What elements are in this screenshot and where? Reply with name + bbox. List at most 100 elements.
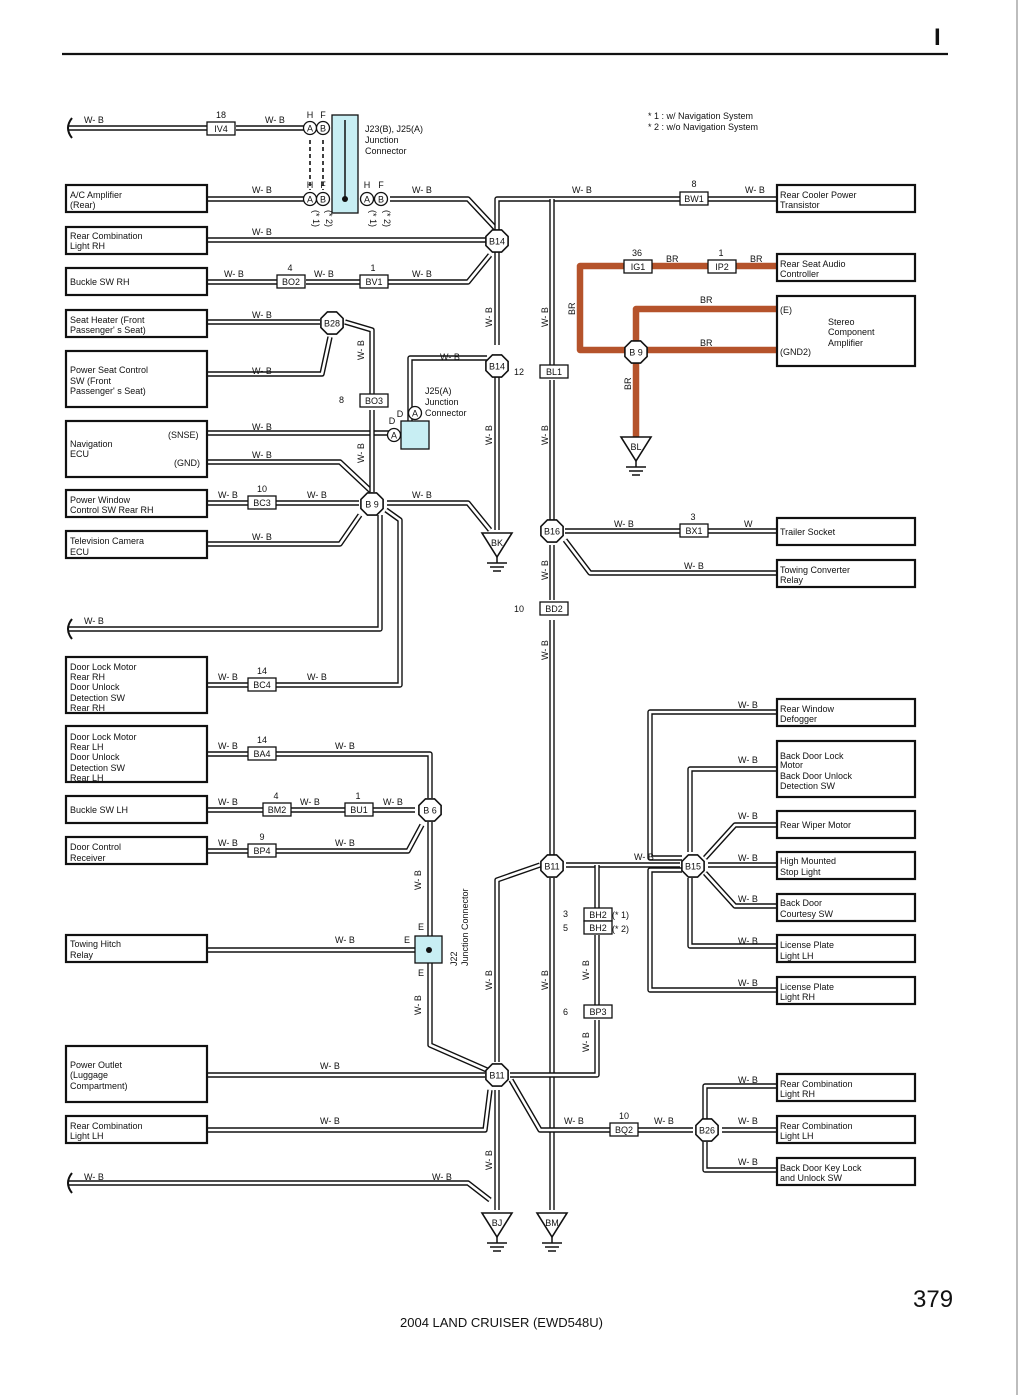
pin-circle (373, 191, 389, 207)
wire-color-label: W- B (224, 269, 244, 279)
wire-color-label: W- B (320, 1116, 340, 1126)
wire-color-label: W- B (84, 115, 104, 125)
connector-id: IP2 (715, 262, 729, 272)
connector-id: BU1 (350, 805, 368, 815)
connector-bu1 (344, 802, 374, 817)
wire-color-label: W- B (440, 352, 460, 362)
wire-color-labels: W- B W- B W- B W- B W- B W- B W- B W- B W- B W- B… (84, 115, 765, 1182)
wire-color-label: W- B (684, 561, 704, 571)
component-box (64, 349, 209, 409)
connector-bl1 (539, 364, 569, 379)
connector-pin: 8 (691, 179, 696, 189)
wire-color-label: W- B (738, 1157, 758, 1167)
wire-color-label-vertical: W- B (356, 340, 366, 360)
left-component-label: Seat Heater (Front (70, 315, 145, 325)
connector-pin: 4 (273, 791, 278, 801)
connector-bo3 (359, 393, 389, 408)
wire-segment-inner (208, 514, 362, 546)
wire-color-label: W- B (738, 853, 758, 863)
left-component-label: Relay (70, 950, 94, 960)
connector-pin: 36 (632, 248, 642, 258)
component-box (775, 739, 917, 799)
wire-color-label: W- B (738, 936, 758, 946)
splice-b11 (540, 854, 564, 878)
connector-bh2 (583, 920, 613, 935)
wire-segment-inner (276, 752, 432, 798)
left-component-label: Rear LH (70, 773, 104, 783)
connector-id: BH2 (589, 923, 607, 933)
splice-label: B16 (544, 527, 560, 537)
wire-segment-inner (276, 824, 424, 853)
connector-ip2 (707, 259, 737, 274)
connector-id: BO2 (282, 277, 300, 287)
j23-sub1: Junction (365, 135, 399, 145)
pin-note: (* 2) (324, 210, 334, 227)
component-box (775, 1114, 917, 1145)
wire-color-label: W- B (738, 700, 758, 710)
left-component-label: Door Unlock (70, 682, 120, 692)
right-component-label: Light RH (780, 992, 815, 1002)
wire-end-mark (67, 618, 73, 640)
wire-color-label-vertical: W- B (413, 995, 423, 1015)
splice-label: B 6 (423, 806, 437, 816)
connector-pin: 5 (563, 923, 568, 933)
wire-segment-inner (208, 460, 373, 493)
right-component-label: Towing Converter (780, 565, 850, 575)
note-1: * 1 : w/ Navigation System (648, 111, 753, 121)
pin-letter: A (307, 195, 313, 205)
right-component-label: Rear Seat Audio (780, 259, 846, 269)
pin-circle (359, 191, 375, 207)
pin-letter: B (378, 195, 384, 205)
wire-segment-inner (390, 197, 498, 231)
connector-id: BX1 (685, 526, 702, 536)
right-component-label: Detection SW (780, 781, 836, 791)
component-box (64, 266, 209, 297)
wire-color-label: W- B (614, 519, 634, 529)
br-color-label-vertical: BR (567, 302, 577, 315)
pin-letter: F (320, 110, 326, 120)
connector-id: BC3 (253, 498, 271, 508)
pin-letter: D (397, 409, 404, 419)
splice-b11 (485, 1063, 509, 1087)
section-letter: I (934, 24, 941, 51)
wire-segment-inner (344, 320, 374, 395)
connector-id: BM2 (268, 805, 287, 815)
connector-pin: 14 (257, 735, 267, 745)
wire-color-label: W- B (738, 894, 758, 904)
wire-color-label-vertical: W- B (540, 560, 550, 580)
right-component-label: Relay (780, 575, 804, 585)
wire-color-label: W- B (412, 490, 432, 500)
br-color-label: BR (700, 295, 713, 305)
wire-color-label: W- B (218, 838, 238, 848)
wire-end-mark (67, 1172, 73, 1194)
ground-bm (535, 1212, 569, 1239)
left-component-label: SW (Front (70, 376, 112, 386)
wire-color-label: W- B (654, 1116, 674, 1126)
wire-color-label: W- B (320, 1061, 340, 1071)
connector-pin: 4 (287, 263, 292, 273)
splice-b14 (485, 229, 509, 253)
wire-color-label: W- B (335, 741, 355, 751)
wire-segment-inner (703, 1084, 779, 1120)
br-color-label: BR (750, 254, 763, 264)
wire-color-label: W- B (738, 978, 758, 988)
wire-color-label-vertical: W- B (540, 640, 550, 660)
right-component-label: Back Door Lock (780, 751, 844, 761)
component-boxes (64, 183, 917, 1187)
right-component-label: License Plate (780, 982, 834, 992)
splice-b16 (540, 519, 564, 543)
pin-letter: F (320, 180, 326, 190)
splice-label: B11 (489, 1071, 504, 1081)
component-box (775, 933, 917, 964)
j22-title: J22 (449, 951, 459, 966)
j25a-sub2: Connector (425, 408, 467, 418)
left-component-label: Door Lock Motor (70, 732, 137, 742)
right-component-label: Controller (780, 269, 819, 279)
br-wire-audio (576, 262, 779, 354)
right-component-label: Stop Light (780, 867, 821, 877)
wire-color-label: W- B (307, 490, 327, 500)
connector-pin: 6 (563, 1007, 568, 1017)
splice-b26 (695, 1118, 719, 1142)
